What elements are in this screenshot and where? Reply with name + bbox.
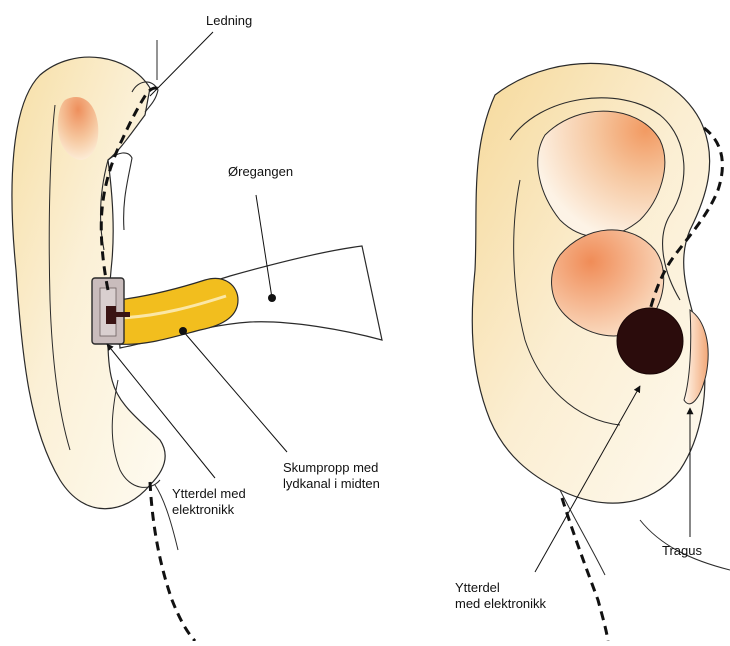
label-oregangen: Øregangen [228,164,293,179]
label-tragus: Tragus [662,543,702,558]
left-device-connector [106,306,116,324]
skumpropp-dot [179,327,187,335]
label-ledning: Ledning [206,13,252,28]
oregangen-dot [268,294,276,302]
label-ytterdel-right-line2: med elektronikk [455,596,547,611]
ledning-leader [150,32,213,96]
label-skumpropp-line1: Skumpropp med [283,460,378,475]
right-ear [472,63,730,575]
skumpropp-leader [183,331,287,452]
left-device [92,278,130,344]
right-cable-bottom [562,498,608,641]
right-device [617,308,683,374]
label-skumpropp-line2: lydkanal i midten [283,476,380,491]
label-ytterdel-right-line1: Ytterdel [455,580,500,595]
label-ytterdel-left-line1: Ytterdel med [172,486,246,501]
foam-plug [118,278,238,344]
label-ytterdel-left-line2: elektronikk [172,502,235,517]
